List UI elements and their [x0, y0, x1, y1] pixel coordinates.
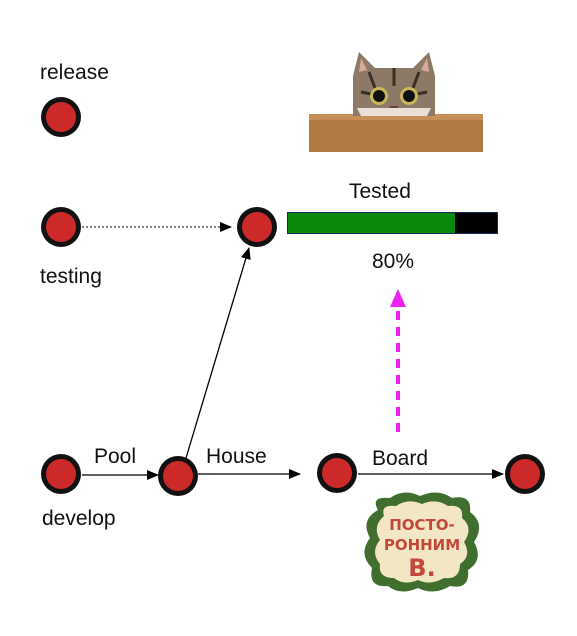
- progress-bar-fill: [288, 213, 456, 233]
- node-tested-commit[interactable]: [237, 207, 277, 247]
- progress-percent: 80%: [372, 250, 415, 273]
- branch-label-testing: testing: [40, 265, 102, 288]
- node-develop[interactable]: [41, 454, 81, 494]
- stamp-text-line3: В.: [408, 554, 435, 582]
- edge-pool-to-tested: [185, 247, 251, 459]
- node-board-commit[interactable]: [505, 454, 545, 494]
- stamp-text-line1: ПОСТО-: [389, 516, 455, 534]
- branch-label-develop: develop: [42, 507, 116, 530]
- node-testing[interactable]: [41, 207, 81, 247]
- node-pool-commit[interactable]: [158, 456, 198, 496]
- progress-bar: [287, 212, 498, 234]
- progress-title: Tested: [349, 180, 411, 203]
- node-release[interactable]: [41, 97, 81, 137]
- edge-label-house: House: [206, 445, 267, 468]
- stamp-text-line2: РОННИМ: [384, 536, 460, 554]
- edge-label-pool: Pool: [94, 445, 137, 468]
- stamp-badge-image: ПОСТО- РОННИМ В.: [364, 492, 480, 592]
- branch-label-release: release: [40, 61, 109, 84]
- edge-label-board: Board: [372, 447, 429, 470]
- node-house-commit[interactable]: [317, 453, 357, 493]
- cat-image: [309, 52, 483, 152]
